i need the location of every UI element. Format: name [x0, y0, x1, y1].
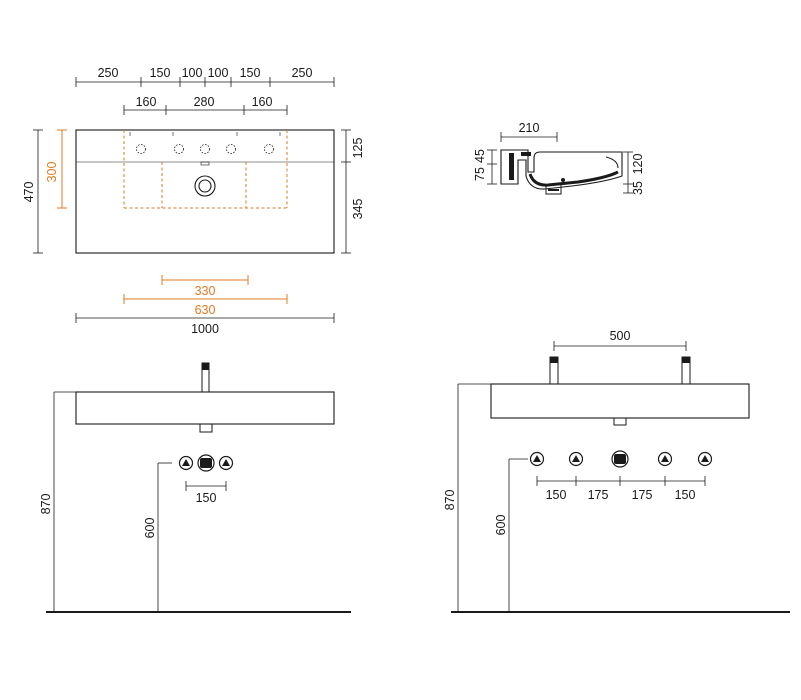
dim-top-1: 250	[98, 66, 119, 80]
supply-valve-icon	[657, 451, 673, 467]
dim-mid-2: 280	[194, 95, 215, 109]
dim-top-3: 100	[182, 66, 203, 80]
tap-hole-icon	[200, 144, 210, 154]
dim-section-120: 120	[631, 154, 645, 175]
dim-bottom-1000: 1000	[191, 322, 219, 336]
tap-hole-icon	[226, 144, 236, 154]
bottom-dimensions: 330 630 1000	[75, 275, 335, 336]
supply-valve-icon	[568, 451, 584, 467]
right-dimensions: 125 345	[341, 129, 365, 254]
dim-right-345: 345	[351, 199, 365, 220]
dim-double-s3: 175	[632, 488, 653, 502]
tap-hole-icon	[174, 144, 184, 154]
dim-section-35: 35	[631, 181, 645, 195]
dim-double-500: 500	[610, 329, 631, 343]
supply-valve-icon	[178, 455, 194, 471]
dim-top-5: 150	[240, 66, 261, 80]
dim-left-470: 470	[22, 182, 36, 203]
dim-double-s4: 150	[675, 488, 696, 502]
dim-top-4: 100	[208, 66, 229, 80]
dim-bottom-630: 630	[195, 303, 216, 317]
dim-section-210: 210	[519, 121, 540, 135]
left-dimensions: 470 300	[22, 129, 67, 254]
supply-valve-icon	[697, 451, 713, 467]
dim-single-150: 150	[196, 491, 217, 505]
dim-single-600: 600	[143, 518, 157, 539]
dim-top-2: 150	[150, 66, 171, 80]
dim-single-870: 870	[39, 494, 53, 515]
tap-hole-icon	[264, 144, 274, 154]
tap-hole-icon	[136, 144, 146, 154]
front-view-single-tap: 150 870 600	[39, 362, 351, 613]
dim-section-45: 45	[473, 149, 487, 163]
mid-dimension-chain: 160 280 160	[123, 95, 288, 115]
supply-valve-icon	[218, 455, 234, 471]
dim-double-s1: 150	[546, 488, 567, 502]
dim-bottom-330: 330	[195, 284, 216, 298]
section-view: 210 75 45 35 120	[473, 121, 645, 195]
dim-section-75: 75	[473, 167, 487, 181]
basin-outline-plan	[75, 129, 335, 254]
drain-icon	[194, 175, 216, 197]
supply-valve-icon	[529, 451, 545, 467]
top-dimension-chain: 250 150 100 100 150 250	[75, 66, 335, 87]
dim-double-600: 600	[494, 515, 508, 536]
dim-double-s2: 175	[588, 488, 609, 502]
dim-mid-3: 160	[252, 95, 273, 109]
front-view-double-tap: 500	[443, 329, 790, 613]
dim-mid-1: 160	[136, 95, 157, 109]
dim-right-125: 125	[351, 138, 365, 159]
drain-outlet-icon	[611, 450, 629, 468]
plan-view: 250 150 100 100 150 250 160 280 160	[22, 66, 365, 336]
dim-left-300: 300	[45, 162, 59, 183]
dim-double-870: 870	[443, 490, 457, 511]
dim-top-6: 250	[292, 66, 313, 80]
drain-outlet-icon	[197, 454, 215, 472]
